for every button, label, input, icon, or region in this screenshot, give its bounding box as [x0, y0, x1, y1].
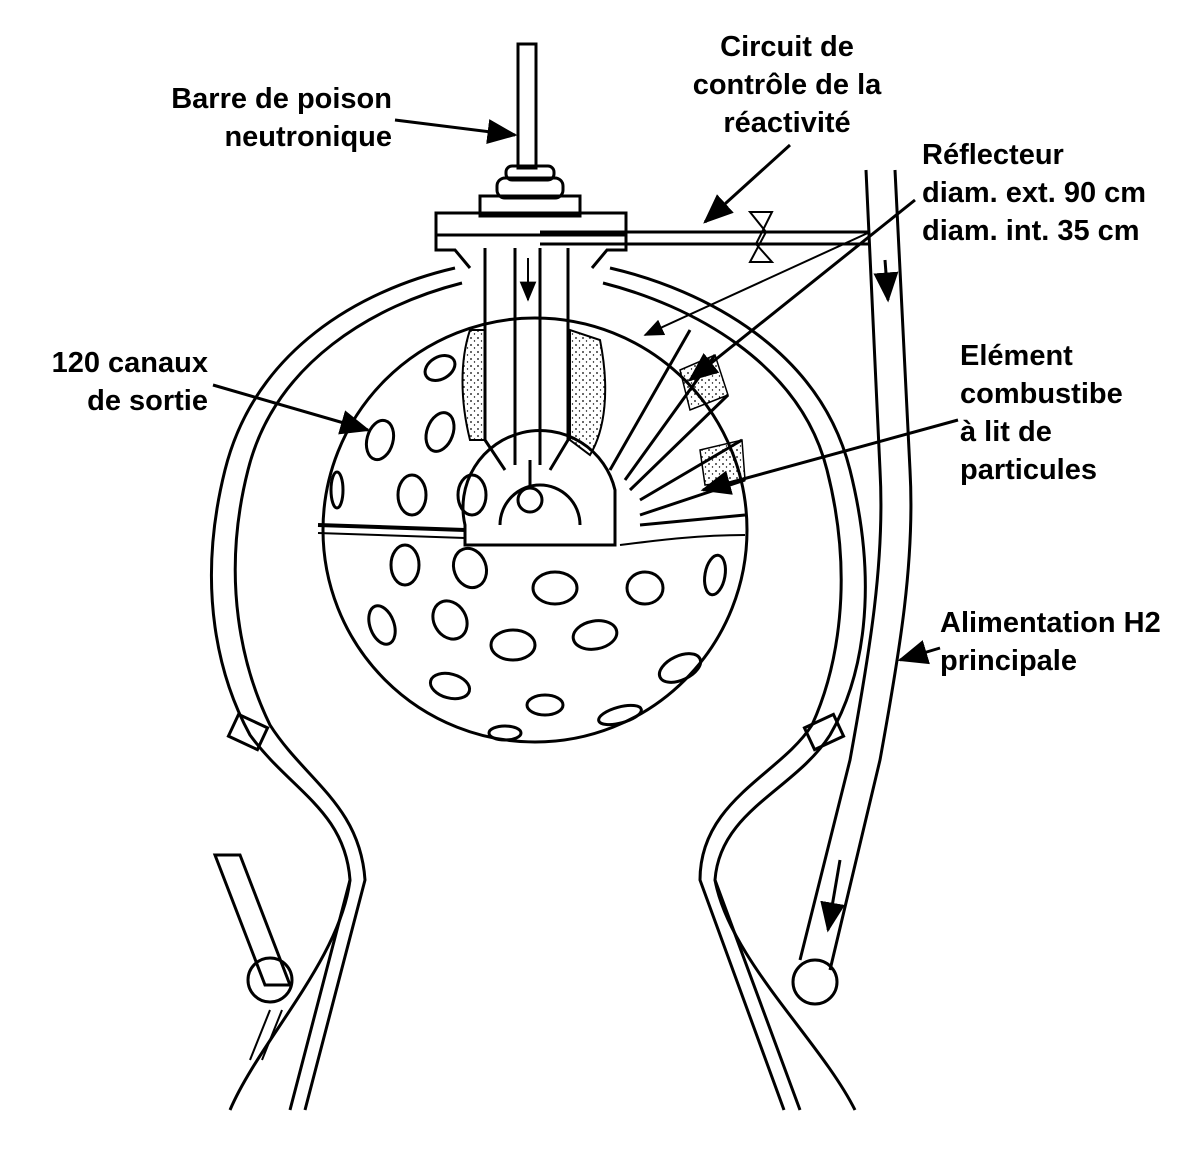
right-bracket	[802, 712, 846, 752]
label-line: principale	[940, 645, 1077, 677]
arrow-reactivity-circuit	[703, 143, 792, 224]
arrow-h2-feed	[897, 640, 941, 665]
label-line: diam. int. 35 cm	[922, 215, 1140, 247]
pressure-vessel	[210, 266, 867, 1111]
label-line: Barre de poison	[171, 83, 392, 115]
label-line: Elément	[960, 340, 1073, 372]
exit-channels	[329, 354, 727, 742]
label-line: diam. ext. 90 cm	[922, 177, 1147, 209]
label-line: neutronique	[224, 121, 392, 153]
arrow-exit-channels	[212, 383, 371, 435]
arrow-reflector	[688, 198, 916, 382]
reactivity-circuit-pipe	[519, 211, 870, 302]
label-line: particules	[960, 454, 1097, 486]
label-line: Alimentation H2	[940, 607, 1161, 639]
label-h2-feed: Alimentation H2 principale	[940, 604, 1161, 680]
nozzle-coolant-lines	[249, 1009, 283, 1061]
label-reactivity-circuit: Circuit de contrôle de la réactivité	[672, 28, 902, 142]
central-stem	[483, 248, 570, 514]
h2-feed-line	[212, 169, 913, 987]
label-fuel-element: Elément combustibe à lit de particules	[960, 337, 1123, 489]
leader-arrows	[212, 118, 959, 665]
arrow-fuel-element	[700, 418, 959, 495]
arrow-reflector-2	[643, 231, 871, 336]
label-line: Réflecteur	[922, 139, 1064, 171]
top-flange	[434, 42, 628, 269]
left-torus-manifold	[246, 956, 294, 1004]
label-line: réactivité	[723, 107, 851, 139]
label-line: à lit de	[960, 416, 1052, 448]
label-line: contrôle de la	[692, 69, 882, 101]
spherical-core	[317, 316, 749, 744]
label-line: 120 canaux	[51, 347, 208, 379]
arrow-poison-rod	[394, 118, 518, 144]
label-poison-rod: Barre de poison neutronique	[171, 80, 392, 156]
label-line: Circuit de	[720, 31, 854, 63]
right-torus-manifold	[791, 958, 839, 1006]
label-line: combustibe	[960, 378, 1123, 410]
left-bracket	[226, 712, 270, 752]
label-reflector: Réflecteur diam. ext. 90 cm diam. int. 3…	[922, 136, 1146, 250]
label-exit-channels: 120 canaux de sortie	[52, 344, 208, 420]
label-line: de sortie	[87, 385, 208, 417]
nozzle-walls	[228, 879, 857, 1111]
